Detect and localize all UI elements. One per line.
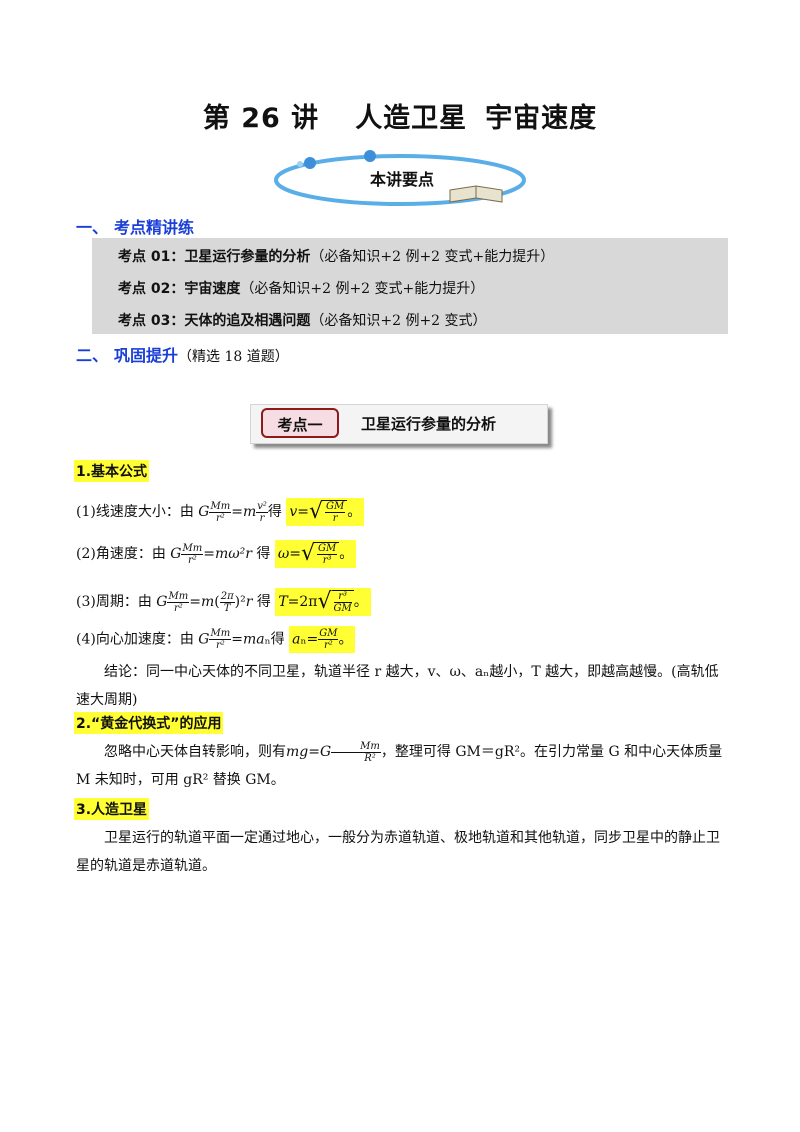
topic-banner: 考点一 卫星运行参量的分析 [250,404,548,444]
satellite-paragraph: 卫星运行的轨道平面一定通过地心，一般分为赤道轨道、极地轨道和其他轨道，同步卫星中… [76,830,720,874]
page-title: 第 26 讲 人造卫星宇宙速度 [0,96,800,135]
heading-artificial-satellite: 3.人造卫星 [74,798,150,820]
section-heading-2: 二、巩固提升（精选 18 道题） [76,346,289,365]
toc-item-2: 考点 02：宇宙速度（必备知识+2 例+2 变式+能力提升） [118,281,485,297]
banner-ring-icon [274,150,526,206]
toc-box [92,238,728,334]
toc-item-3: 考点 03：天体的追及相遇问题（必备知识+2 例+2 变式） [118,313,487,329]
heading-basic-formulas: 1.基本公式 [74,460,150,482]
title-topic-2: 宇宙速度 [485,103,598,134]
topic-tag: 考点一 [261,408,339,438]
topic-title: 卫星运行参量的分析 [361,415,497,433]
section-heading-1: 一、考点精讲练 [76,218,195,237]
title-topic-1: 人造卫星 [355,103,468,134]
conclusion-paragraph: 结论：同一中心天体的不同卫星，轨道半径 r 越大，v、ω、aₙ越小，T 越大，即… [76,664,719,708]
banner-label: 本讲要点 [369,170,434,189]
toc-item-1: 考点 01：卫星运行参量的分析（必备知识+2 例+2 变式+能力提升） [118,249,555,265]
title-lecture-number: 第 26 讲 [202,103,320,134]
heading-golden-substitution: 2.“黄金代换式”的应用 [74,712,224,734]
